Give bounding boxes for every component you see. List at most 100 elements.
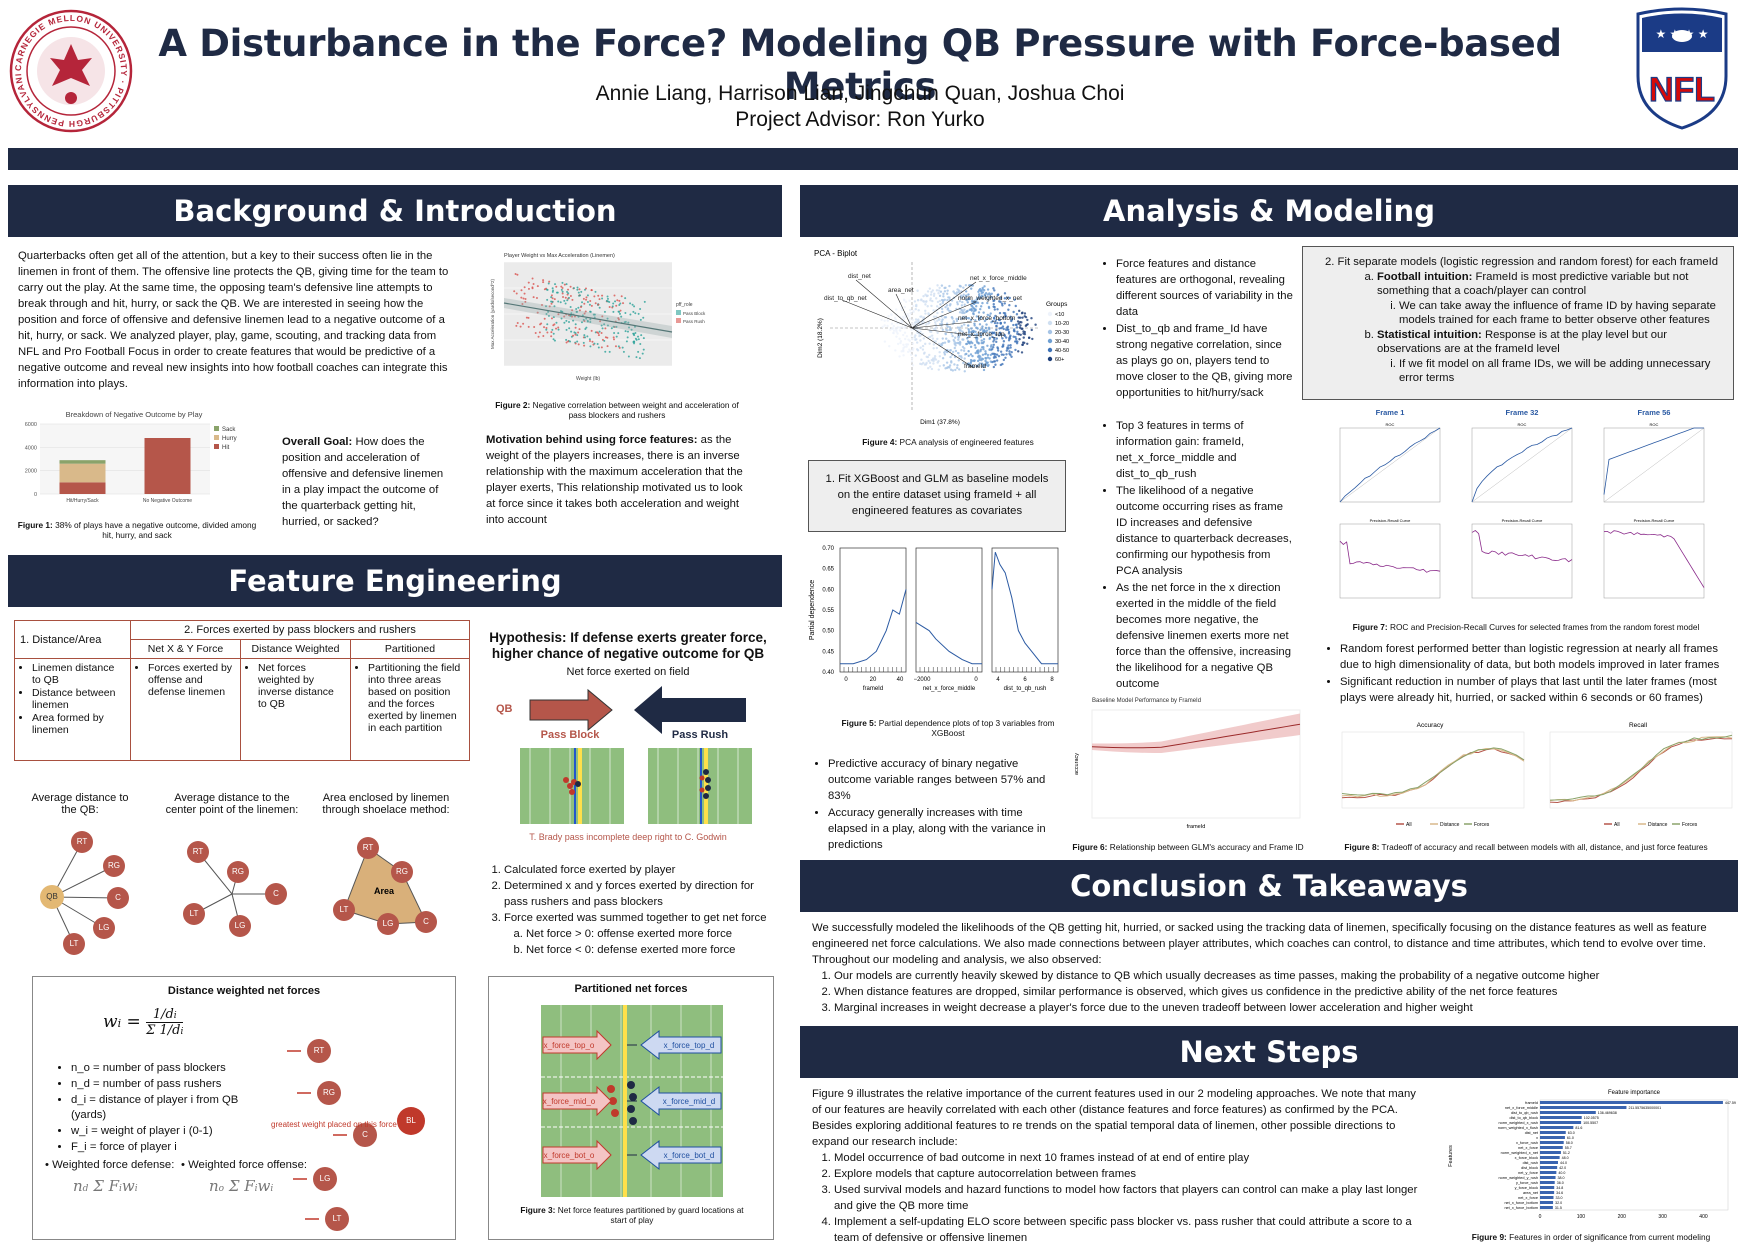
pca-point xyxy=(993,299,996,302)
fig7-pr-title: Precision-Recall Curve xyxy=(1370,518,1411,523)
pca-point xyxy=(942,292,945,296)
pca-point xyxy=(981,301,984,305)
pca-point xyxy=(974,337,978,340)
fig8-legend-label: Distance xyxy=(1648,822,1668,828)
pca-point xyxy=(903,331,907,334)
fig2-title: Player Weight vs Max Acceleration (Linem… xyxy=(504,253,615,259)
pca-point xyxy=(1002,316,1005,319)
pca-point xyxy=(1026,323,1029,326)
fig2-point xyxy=(519,325,522,328)
pca-point xyxy=(983,319,987,323)
fig6-ylabel: accuracy xyxy=(1074,753,1080,775)
svg-text:net_x_force_middle: net_x_force_middle xyxy=(970,275,1027,282)
pca-point xyxy=(946,307,950,310)
pca-point xyxy=(981,365,984,368)
pca-point xyxy=(938,294,942,298)
svg-text:RT: RT xyxy=(314,1046,325,1055)
pca-point xyxy=(973,359,976,362)
pca-point xyxy=(973,343,977,347)
pca-point xyxy=(975,298,978,301)
pca-point xyxy=(925,294,929,298)
fig2-point xyxy=(520,296,523,299)
fig9-category-label: net_x_force_bottom xyxy=(1504,1201,1538,1205)
fig2-point xyxy=(543,317,546,320)
pca-point xyxy=(951,334,954,338)
pca-point xyxy=(935,315,938,318)
pca-point xyxy=(961,316,964,320)
pca-point xyxy=(898,355,901,358)
pca-point xyxy=(924,303,927,306)
pca-point xyxy=(993,305,996,309)
pca-point xyxy=(932,294,936,298)
fig2-point xyxy=(612,336,615,339)
list-item: n_d = number of pass rushers xyxy=(71,1077,245,1092)
pca-point xyxy=(986,334,989,337)
pca-point xyxy=(937,342,941,346)
fig2-point xyxy=(563,299,566,302)
pca-point xyxy=(978,288,981,292)
pca-point xyxy=(963,370,966,373)
pca-point xyxy=(975,365,979,368)
pca-point xyxy=(887,314,890,318)
table-cell-distance: Linemen distance to QB Distance between … xyxy=(14,658,131,761)
fig2-point xyxy=(619,302,622,305)
pca-point xyxy=(977,311,981,314)
fig1-bar-chart: Breakdown of Negative Outcome by Play020… xyxy=(25,410,237,504)
svg-text:frameId: frameId xyxy=(964,363,986,370)
pca-point xyxy=(993,289,996,292)
pca-point xyxy=(902,354,905,357)
pca-point xyxy=(979,333,983,336)
pca-point xyxy=(970,331,973,334)
pca-point xyxy=(957,342,960,345)
fig7-pr-panel xyxy=(1603,523,1705,599)
fig2-point xyxy=(545,313,548,316)
pca-point xyxy=(915,348,919,351)
fig2-point xyxy=(522,297,525,300)
pca-point xyxy=(926,355,930,359)
pca-point xyxy=(919,315,922,318)
pca-point xyxy=(919,362,922,366)
svg-text:dist_to_qb_net: dist_to_qb_net xyxy=(824,295,867,302)
fig9-value-label: 55.7 xyxy=(1565,1146,1572,1150)
pca-point xyxy=(977,297,980,300)
svg-text:net_x_force_bottom: net_x_force_bottom xyxy=(958,315,1015,322)
pdp-ytick: 0.50 xyxy=(822,629,834,635)
fig9-value-label: 51.2 xyxy=(1563,1151,1570,1155)
pca-point xyxy=(883,340,887,343)
fig2-point xyxy=(635,338,638,341)
pca-point xyxy=(935,325,938,329)
pca-point xyxy=(1004,313,1007,317)
pca-legend-label: 60+ xyxy=(1055,357,1064,363)
pca-point xyxy=(956,303,959,306)
fig8-series-line xyxy=(1549,734,1733,801)
pca-point xyxy=(989,353,992,357)
pca-point xyxy=(992,346,995,349)
pca-point xyxy=(1023,312,1027,315)
list-item: Net force < 0: defense exerted more forc… xyxy=(526,942,776,958)
pca-point xyxy=(902,346,905,350)
fig9-bar xyxy=(1540,1181,1555,1184)
pdp-xtick: 40 xyxy=(897,677,904,683)
fig2-point xyxy=(513,290,516,293)
pca-point xyxy=(933,354,937,358)
fig2-point xyxy=(585,298,588,301)
fig2-point xyxy=(614,345,617,348)
fig2-point xyxy=(596,343,599,346)
pca-point xyxy=(984,357,988,360)
svg-text:greatest weight placed on this: greatest weight placed on this force xyxy=(271,1120,397,1129)
fig1-xtick: No Negative Outcome xyxy=(143,498,192,504)
pca-point xyxy=(928,361,932,365)
pca-point xyxy=(941,310,944,314)
pca-point xyxy=(1000,353,1004,356)
pca-point xyxy=(966,337,969,340)
pca-point xyxy=(889,328,892,331)
pca-point xyxy=(895,335,898,338)
fig9-bar xyxy=(1540,1161,1558,1164)
pca-point xyxy=(986,301,989,305)
pca-point xyxy=(977,293,981,296)
pca-point xyxy=(945,328,948,331)
pdp-curve xyxy=(915,621,982,665)
pca-point xyxy=(972,307,976,310)
fig2-point xyxy=(637,350,640,353)
